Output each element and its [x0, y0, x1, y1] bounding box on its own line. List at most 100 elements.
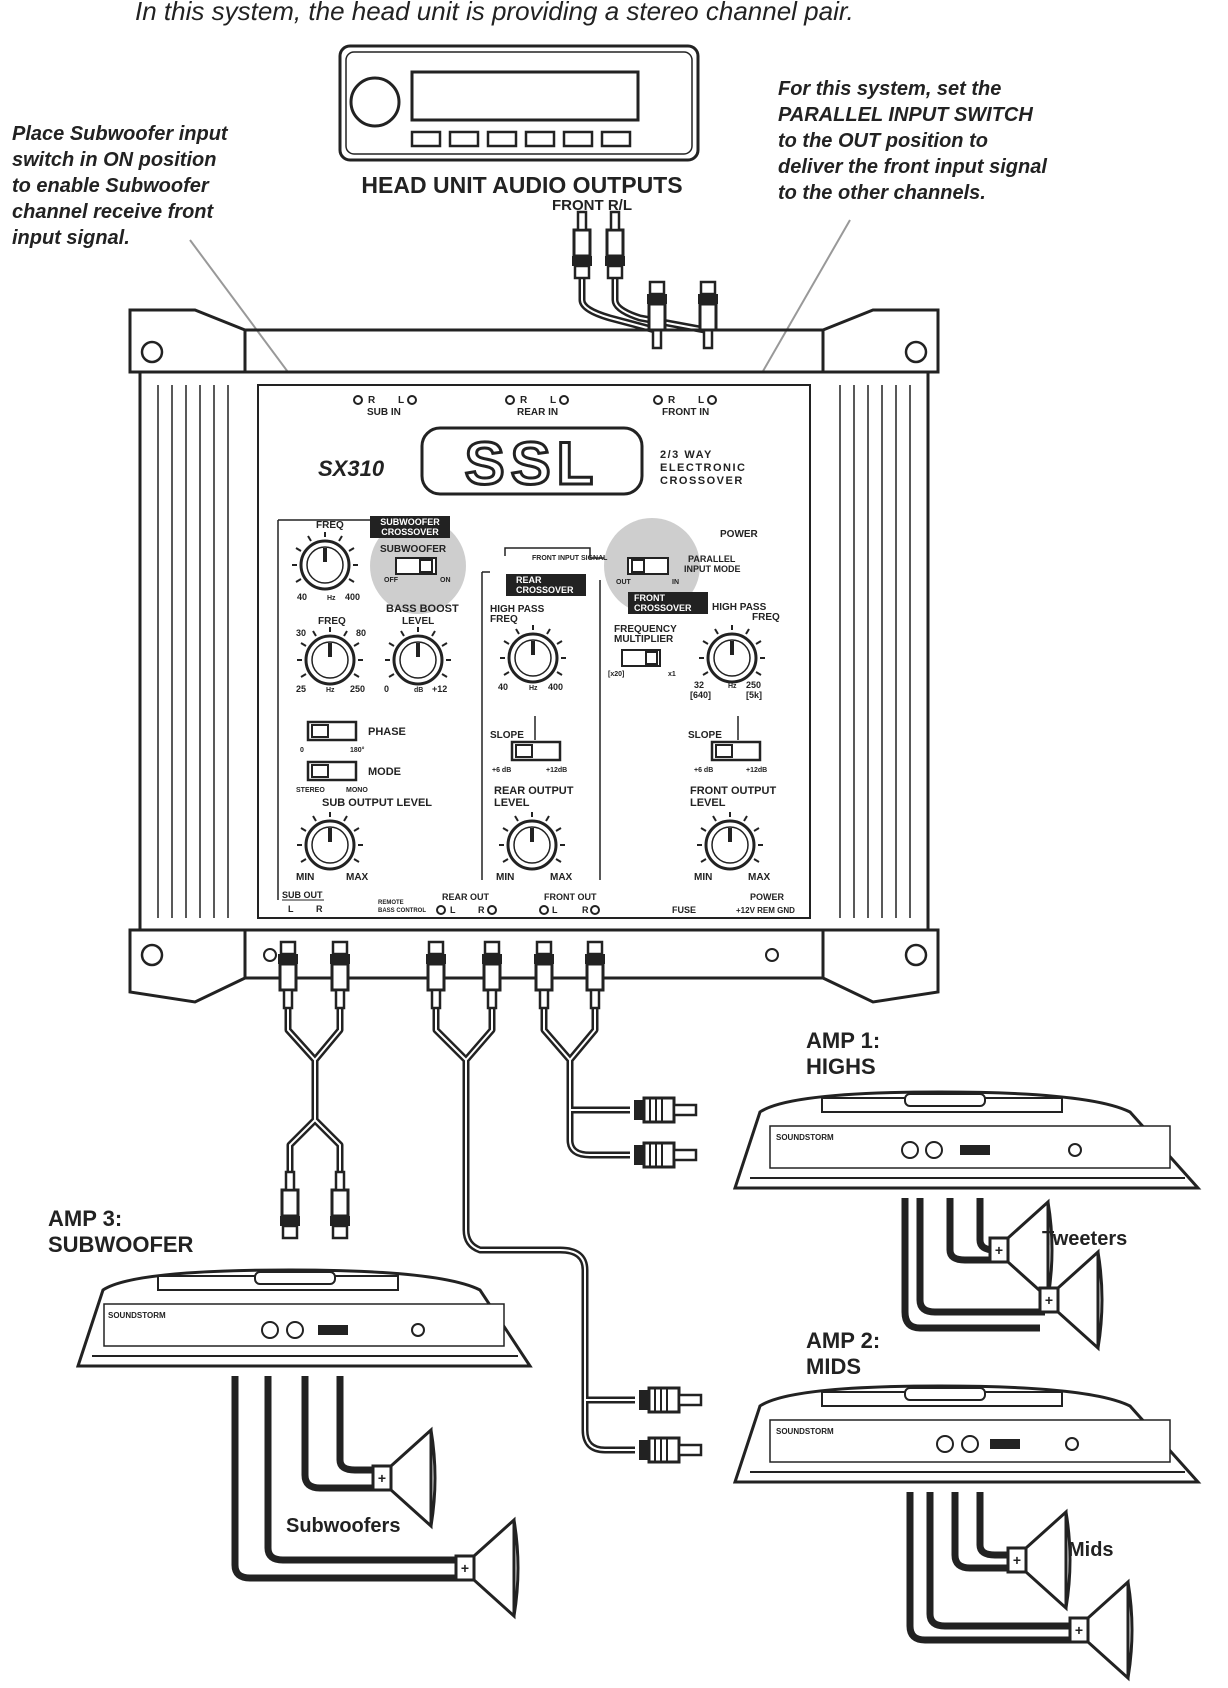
svg-text:+12dB: +12dB	[746, 767, 767, 774]
svg-text:[5k]: [5k]	[746, 690, 762, 700]
svg-text:MODE: MODE	[368, 766, 401, 778]
svg-text:AMP 3:: AMP 3:	[48, 1206, 122, 1231]
amp2-title: AMP 2: MIDS	[806, 1328, 880, 1379]
svg-text:FRONT OUTPUT: FRONT OUTPUT	[690, 785, 776, 797]
svg-text:AMP 1:: AMP 1:	[806, 1028, 880, 1053]
svg-text:MAX: MAX	[346, 872, 369, 883]
section-dividers	[277, 519, 601, 900]
svg-text:L: L	[552, 905, 558, 915]
svg-text:CROSSOVER: CROSSOVER	[634, 603, 692, 613]
head-unit-output: FRONT R/L	[552, 197, 632, 214]
mids-label: Mids	[1068, 1539, 1114, 1561]
amp3-title: AMP 3: SUBWOOFER	[48, 1206, 194, 1257]
svg-text:MULTIPLIER: MULTIPLIER	[614, 634, 674, 645]
svg-text:PARALLEL: PARALLEL	[688, 554, 736, 564]
svg-text:Hz: Hz	[728, 683, 737, 690]
svg-text:IN: IN	[672, 579, 679, 586]
front-input-cables	[570, 210, 720, 350]
svg-text:SUBWOOFER: SUBWOOFER	[380, 544, 447, 555]
crossover-outputs: SUB OUT L R REMOTE BASS CONTROL REAR OUT…	[282, 890, 795, 915]
subwoofer-2	[454, 1518, 520, 1618]
svg-text:L: L	[550, 395, 556, 406]
svg-text:R: R	[668, 395, 676, 406]
svg-text:+6 dB: +6 dB	[492, 767, 511, 774]
svg-text:FRONT: FRONT	[634, 593, 665, 603]
svg-text:32: 32	[694, 680, 704, 690]
svg-text:[x20]: [x20]	[608, 671, 624, 678]
note-left: Place Subwoofer input switch in ON posit…	[12, 123, 229, 249]
svg-text:SUBWOOFER: SUBWOOFER	[380, 517, 440, 527]
crossover-desc: 2/3 WAY ELECTRONIC CROSSOVER	[660, 449, 747, 487]
power-label: POWER	[720, 529, 759, 540]
svg-text:L: L	[288, 904, 294, 914]
svg-text:BASS CONTROL: BASS CONTROL	[378, 908, 426, 914]
svg-text:to the other channels.: to the other channels.	[778, 182, 986, 204]
svg-text:25: 25	[296, 684, 306, 694]
mid-2	[1068, 1580, 1134, 1680]
svg-text:HIGH PASS: HIGH PASS	[490, 604, 545, 615]
head-unit-title: HEAD UNIT AUDIO OUTPUTS	[361, 172, 682, 198]
svg-text:FREQ: FREQ	[490, 614, 518, 625]
svg-text:MIN: MIN	[694, 872, 712, 883]
svg-text:deliver the front input signal: deliver the front input signal	[778, 156, 1047, 178]
svg-text:Hz: Hz	[326, 687, 335, 694]
svg-text:SOUNDSTORM: SOUNDSTORM	[108, 1311, 166, 1320]
svg-text:250: 250	[746, 680, 761, 690]
svg-text:+12: +12	[432, 684, 447, 694]
svg-text:R: R	[478, 905, 485, 915]
svg-text:POWER: POWER	[750, 892, 785, 902]
svg-text:SLOPE: SLOPE	[688, 730, 722, 741]
svg-text:FREQ: FREQ	[318, 616, 346, 627]
svg-text:CROSSOVER: CROSSOVER	[381, 527, 439, 537]
sub-crossover-section: SUBWOOFER CROSSOVER FREQ 40 Hz 400 SUBWO…	[290, 516, 459, 883]
svg-text:ELECTRONIC: ELECTRONIC	[660, 462, 747, 474]
svg-text:dB: dB	[414, 687, 423, 694]
tweeters-label: Tweeters	[1042, 1228, 1127, 1250]
svg-text:+12V REM GND: +12V REM GND	[736, 906, 795, 915]
svg-text:CROSSOVER: CROSSOVER	[516, 585, 574, 595]
svg-text:FRONT IN: FRONT IN	[662, 407, 709, 418]
svg-text:FRONT OUT: FRONT OUT	[544, 892, 597, 902]
svg-text:[640]: [640]	[690, 690, 711, 700]
svg-text:to enable Subwoofer: to enable Subwoofer	[12, 175, 210, 197]
svg-text:MONO: MONO	[346, 787, 368, 794]
svg-text:to the OUT position to: to the OUT position to	[778, 130, 988, 152]
svg-text:SUBWOOFER: SUBWOOFER	[48, 1232, 194, 1257]
svg-text:0: 0	[384, 684, 389, 694]
svg-text:SLOPE: SLOPE	[490, 730, 524, 741]
svg-text:MIDS: MIDS	[806, 1354, 861, 1379]
svg-text:PHASE: PHASE	[368, 726, 406, 738]
parallel-input-switch: PARALLEL INPUT MODE OUT IN	[616, 554, 741, 586]
svg-text:MIN: MIN	[496, 872, 514, 883]
svg-text:40: 40	[297, 592, 307, 602]
subwoofers-label: Subwoofers	[286, 1515, 400, 1537]
svg-text:FREQ: FREQ	[316, 520, 344, 531]
svg-text:30: 30	[296, 628, 306, 638]
svg-text:FUSE: FUSE	[672, 905, 696, 915]
svg-text:input signal.: input signal.	[12, 227, 130, 249]
svg-text:SUB OUTPUT LEVEL: SUB OUTPUT LEVEL	[322, 797, 432, 809]
amp3-speaker-wires	[231, 1376, 458, 1582]
svg-text:LEVEL: LEVEL	[690, 797, 726, 809]
svg-text:STEREO: STEREO	[296, 787, 325, 794]
amp1-unit: SOUNDSTORM	[732, 1090, 1202, 1190]
svg-text:SOUNDSTORM: SOUNDSTORM	[776, 1427, 834, 1436]
amp3-unit: SOUNDSTORM	[75, 1268, 533, 1368]
note-right: For this system, set the PARALLEL INPUT …	[778, 78, 1047, 204]
svg-text:HIGH PASS: HIGH PASS	[712, 602, 767, 613]
amp2-unit: SOUNDSTORM	[732, 1384, 1202, 1484]
svg-text:BASS BOOST: BASS BOOST	[386, 603, 459, 615]
svg-text:CROSSOVER: CROSSOVER	[660, 475, 744, 487]
svg-text:0: 0	[300, 747, 304, 754]
svg-text:R: R	[368, 395, 376, 406]
svg-text:REAR: REAR	[516, 575, 542, 585]
svg-text:+6 dB: +6 dB	[694, 767, 713, 774]
svg-text:SUB IN: SUB IN	[367, 407, 401, 418]
svg-text:REMOTE: REMOTE	[378, 900, 404, 906]
svg-text:SSL: SSL	[465, 430, 600, 497]
svg-text:SOUNDSTORM: SOUNDSTORM	[776, 1133, 834, 1142]
front-input-signal: FRONT INPUT SIGNAL	[504, 547, 608, 562]
svg-text:HIGHS: HIGHS	[806, 1054, 876, 1079]
svg-text:LEVEL: LEVEL	[494, 797, 530, 809]
svg-text:L: L	[450, 905, 456, 915]
